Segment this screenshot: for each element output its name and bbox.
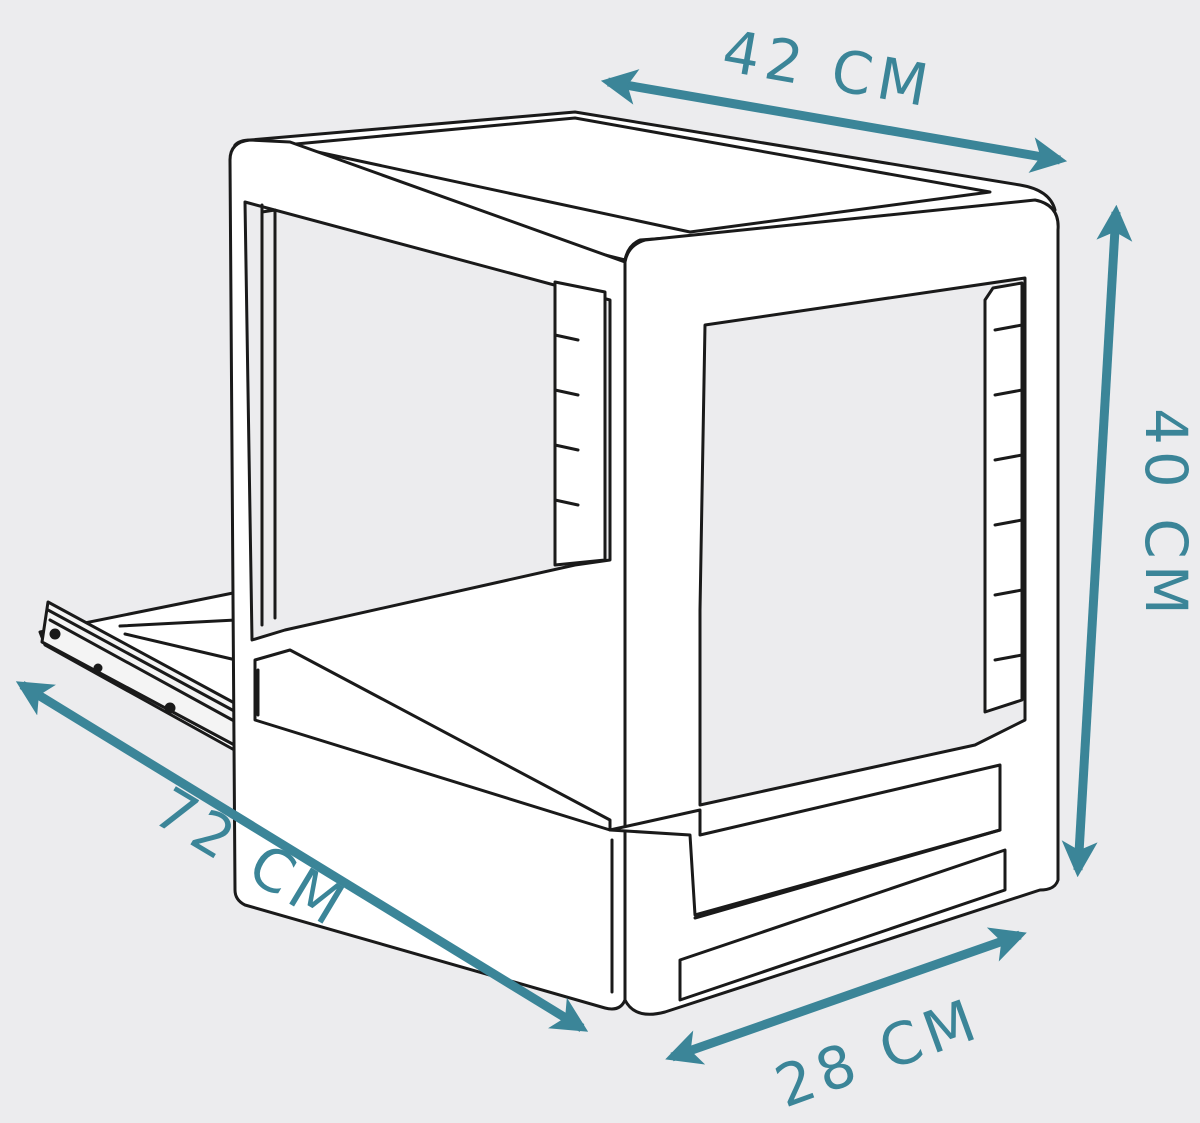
slide-rail [38, 590, 242, 754]
height-label: 40 CM [1132, 408, 1200, 621]
drawer-unit-illustration [38, 110, 1060, 1016]
depth-arrow [15, 681, 589, 1032]
width-front-label: 28 CM [767, 984, 990, 1121]
dimension-arrows [15, 69, 1133, 1065]
width-front-arrow [665, 927, 1027, 1065]
height-arrow [1061, 204, 1133, 878]
width-top-arrow [600, 69, 1068, 173]
